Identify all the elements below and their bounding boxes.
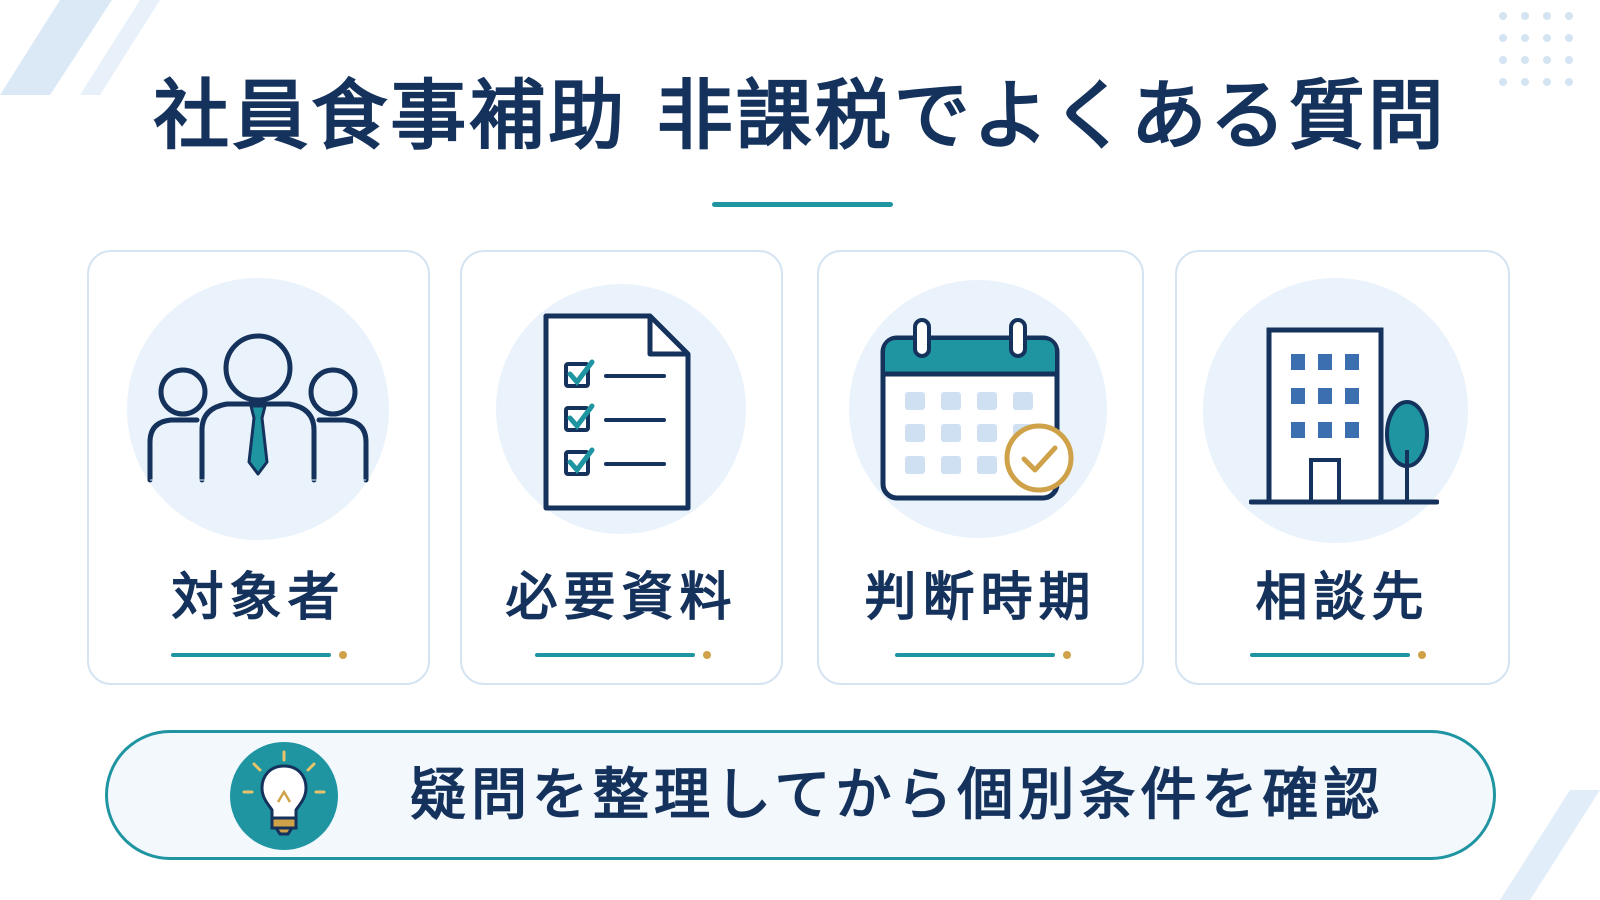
tip-banner <box>105 730 1496 860</box>
corner-stripes-top-left <box>0 0 160 95</box>
card-target-audience[interactable] <box>87 250 430 685</box>
page-title: 社員食事補助 非課税でよくある質問 <box>153 71 1447 160</box>
banner-text: 疑問を整理してから個別条件を確認 <box>410 763 1385 828</box>
dot-grid-top-right <box>1499 12 1573 86</box>
corner-stripe-bottom-right <box>1500 790 1600 900</box>
title-underline <box>712 202 893 207</box>
card-consultation-contact[interactable] <box>1175 250 1510 685</box>
card-required-documents[interactable] <box>460 250 783 685</box>
lightbulb-icon <box>230 742 338 850</box>
card-decision-timing[interactable] <box>817 250 1144 685</box>
